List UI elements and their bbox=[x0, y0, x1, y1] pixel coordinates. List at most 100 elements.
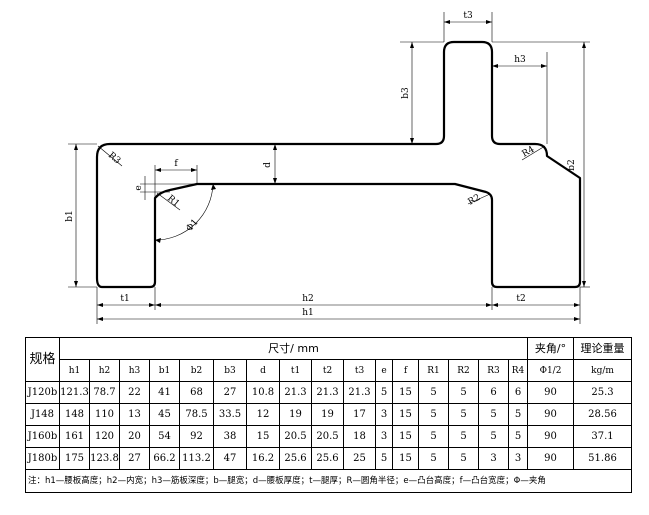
label-t1: t1 bbox=[120, 294, 129, 304]
value-cell: 54 bbox=[149, 425, 180, 448]
label-b1: b1 bbox=[65, 210, 75, 222]
steel-profile-outline bbox=[95, 40, 582, 289]
value-cell: 15 bbox=[246, 425, 280, 448]
value-cell: 5 bbox=[508, 425, 528, 448]
label-r4: R4 bbox=[521, 145, 537, 160]
label-t3: t3 bbox=[463, 11, 473, 21]
label-b3: b3 bbox=[401, 87, 411, 99]
spec-cell: J120b bbox=[25, 381, 60, 404]
column-header: t3 bbox=[343, 359, 376, 382]
value-cell: 20.5 bbox=[311, 425, 344, 448]
value-cell: 120 bbox=[89, 425, 120, 448]
value-cell: 78.7 bbox=[89, 381, 120, 404]
label-h1: h1 bbox=[302, 308, 314, 318]
value-cell: 25.6 bbox=[311, 447, 344, 470]
label-f: f bbox=[174, 159, 178, 169]
value-cell: 123.8 bbox=[89, 447, 120, 470]
value-cell: 25 bbox=[343, 447, 376, 470]
value-cell: 21.3 bbox=[279, 381, 312, 404]
value-cell: 90 bbox=[527, 403, 574, 426]
value-cell: 5 bbox=[418, 403, 449, 426]
value-cell: 5 bbox=[448, 447, 479, 470]
value-cell: 25.6 bbox=[279, 447, 312, 470]
value-cell: 15 bbox=[392, 403, 419, 426]
value-cell: 37.1 bbox=[573, 425, 632, 448]
value-cell: 16.2 bbox=[246, 447, 280, 470]
value-cell: 19 bbox=[279, 403, 312, 426]
value-cell: 41 bbox=[149, 381, 180, 404]
header-spec: 规格 bbox=[25, 337, 60, 382]
column-header: h1 bbox=[59, 359, 90, 382]
label-r2: R2 bbox=[467, 193, 483, 208]
profile-drawing: t3 h3 b3 b2 b1 R3 R4 R1 R2 f e d Φ1 t1 h… bbox=[65, 11, 590, 324]
value-cell: 12 bbox=[246, 403, 280, 426]
value-cell: 5 bbox=[448, 425, 479, 448]
value-cell: 5 bbox=[448, 381, 479, 404]
column-header: b1 bbox=[149, 359, 180, 382]
value-cell: 78.5 bbox=[179, 403, 214, 426]
value-cell: 3 bbox=[478, 447, 509, 470]
value-cell: 15 bbox=[392, 447, 419, 470]
value-cell: 5 bbox=[478, 425, 509, 448]
value-cell: 20 bbox=[119, 425, 150, 448]
value-cell: 90 bbox=[527, 381, 574, 404]
column-header: R3 bbox=[478, 359, 509, 382]
value-cell: 3 bbox=[375, 403, 393, 426]
value-cell: 10.8 bbox=[246, 381, 280, 404]
value-cell: 66.2 bbox=[149, 447, 180, 470]
label-t2: t2 bbox=[516, 294, 525, 304]
value-cell: 5 bbox=[375, 381, 393, 404]
value-cell: 113.2 bbox=[179, 447, 214, 470]
value-cell: 33.5 bbox=[213, 403, 247, 426]
value-cell: 3 bbox=[375, 425, 393, 448]
value-cell: 90 bbox=[527, 447, 574, 470]
value-cell: 17 bbox=[343, 403, 376, 426]
value-cell: 51.86 bbox=[573, 447, 632, 470]
column-header: b3 bbox=[213, 359, 247, 382]
value-cell: 68 bbox=[179, 381, 214, 404]
value-cell: 15 bbox=[392, 425, 419, 448]
label-r1: R1 bbox=[165, 194, 181, 210]
value-cell: 21.3 bbox=[343, 381, 376, 404]
value-cell: 161 bbox=[59, 425, 90, 448]
value-cell: 5 bbox=[508, 403, 528, 426]
value-cell: 175 bbox=[59, 447, 90, 470]
spec-cell: J148 bbox=[25, 403, 60, 426]
table-note: 注：h1—腰板高度；h2—内宽；h3—筋板深度；b—腿宽；d—腰板厚度；t—腿厚… bbox=[25, 469, 632, 493]
header-weight: 理论重量 bbox=[573, 337, 632, 360]
header-angle-symbol: Φ1/2 bbox=[527, 359, 574, 382]
value-cell: 13 bbox=[119, 403, 150, 426]
value-cell: 90 bbox=[527, 425, 574, 448]
column-header: e bbox=[375, 359, 393, 382]
label-b2: b2 bbox=[567, 159, 577, 171]
value-cell: 25.3 bbox=[573, 381, 632, 404]
value-cell: 21.3 bbox=[311, 381, 344, 404]
label-phi1: Φ1 bbox=[185, 217, 201, 233]
column-header: R2 bbox=[448, 359, 479, 382]
column-header: R1 bbox=[418, 359, 449, 382]
value-cell: 38 bbox=[213, 425, 247, 448]
value-cell: 20.5 bbox=[279, 425, 312, 448]
value-cell: 92 bbox=[179, 425, 214, 448]
value-cell: 6 bbox=[508, 381, 528, 404]
value-cell: 27 bbox=[213, 381, 247, 404]
label-h2: h2 bbox=[302, 294, 314, 304]
value-cell: 6 bbox=[478, 381, 509, 404]
column-header: R4 bbox=[508, 359, 528, 382]
header-angle: 夹角/° bbox=[527, 337, 574, 360]
value-cell: 5 bbox=[478, 403, 509, 426]
value-cell: 5 bbox=[418, 447, 449, 470]
label-e: e bbox=[134, 185, 144, 190]
header-weight-unit: kg/m bbox=[573, 359, 632, 382]
column-header: t2 bbox=[311, 359, 344, 382]
value-cell: 15 bbox=[392, 381, 419, 404]
value-cell: 5 bbox=[418, 381, 449, 404]
label-h3: h3 bbox=[514, 55, 526, 65]
column-header: f bbox=[392, 359, 419, 382]
value-cell: 19 bbox=[311, 403, 344, 426]
value-cell: 47 bbox=[213, 447, 247, 470]
